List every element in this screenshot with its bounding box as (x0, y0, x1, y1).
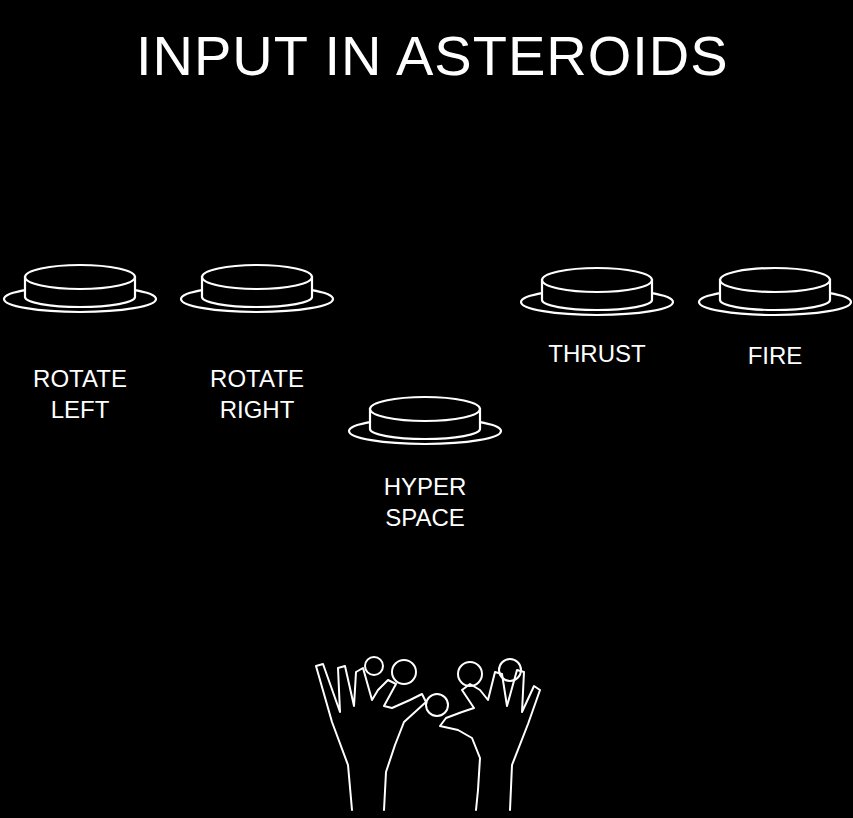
finger-pad (392, 660, 416, 684)
button-shape (345, 391, 505, 451)
button-shape (177, 259, 337, 319)
button-top (370, 397, 480, 421)
button-label: ROTATE RIGHT (202, 363, 312, 425)
arcade-button: ROTATE LEFT (0, 259, 160, 425)
button-top (542, 268, 652, 292)
finger-pad (426, 694, 448, 716)
button-label: ROTATE LEFT (25, 363, 135, 425)
button-label: THRUST (517, 338, 677, 369)
finger-pad (499, 659, 521, 681)
button-shape (695, 262, 853, 322)
left-hand (316, 664, 426, 810)
finger-pad (458, 662, 482, 686)
button-top (202, 265, 312, 289)
arcade-button: FIRE (695, 262, 853, 371)
button-label: FIRE (695, 340, 853, 371)
arcade-button: THRUST (517, 262, 677, 369)
finger-pad (365, 657, 383, 675)
button-top (25, 265, 135, 289)
arcade-button: ROTATE RIGHT (177, 259, 337, 425)
diagram-title: INPUT IN ASTEROIDS (136, 28, 729, 84)
button-top (720, 268, 830, 292)
right-hand (440, 670, 540, 810)
button-shape (517, 262, 677, 322)
button-label: HYPER SPACE (370, 471, 480, 533)
arcade-button: HYPER SPACE (345, 391, 505, 533)
button-shape (0, 259, 160, 319)
